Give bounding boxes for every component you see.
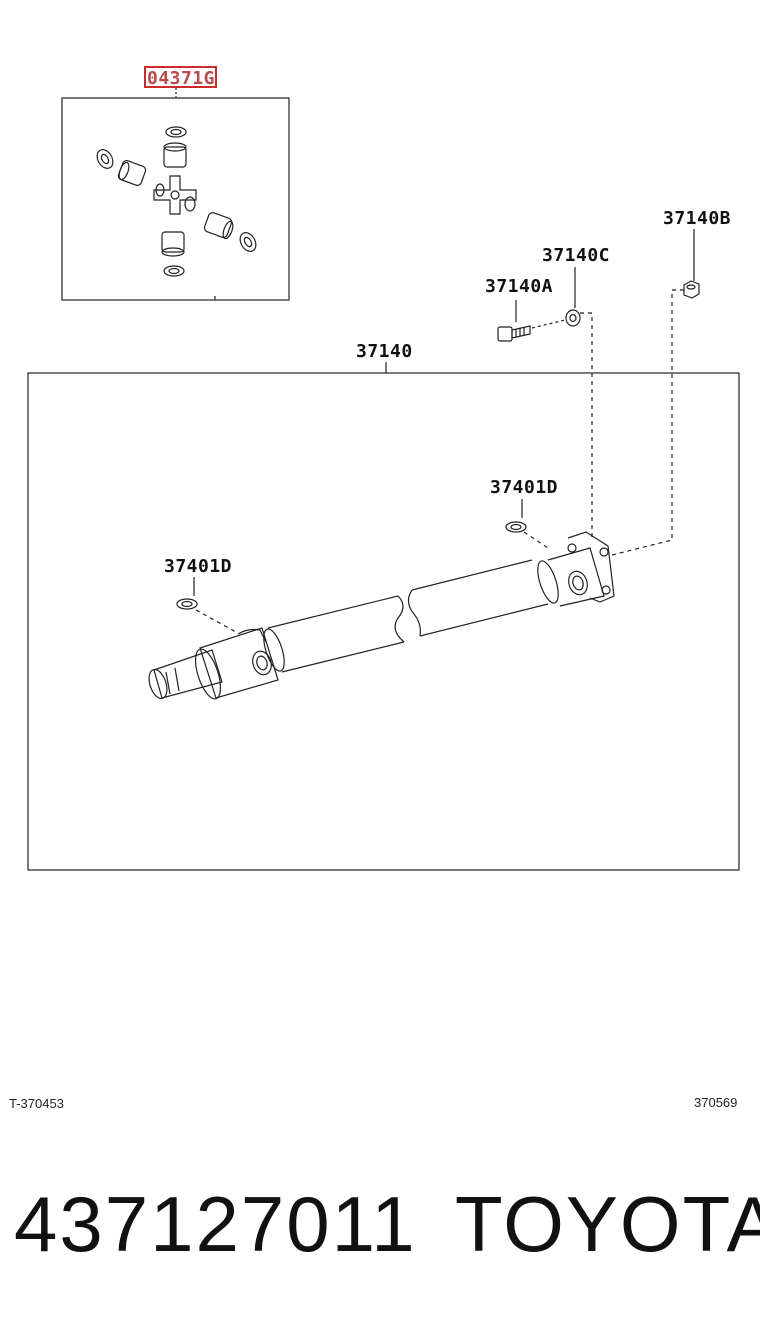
reference-code-left: T-370453 bbox=[9, 1096, 64, 1111]
snap-ring-rear-icon bbox=[505, 521, 527, 533]
bolt-icon bbox=[497, 325, 531, 342]
kit-callout: 04371G bbox=[147, 68, 215, 89]
snap-ring-front-dashed bbox=[195, 609, 237, 633]
snap-ring-rear-dashed bbox=[523, 531, 549, 549]
washer-to-flange-dashed bbox=[580, 312, 593, 540]
nut-icon bbox=[683, 280, 700, 299]
nut-to-flange-dashed bbox=[611, 289, 684, 556]
snap-ring-rear-callout: 37401D bbox=[490, 477, 558, 498]
nut-callout: 37140B bbox=[663, 208, 731, 229]
universal-joint-kit-icon bbox=[96, 126, 257, 277]
propeller-shaft-icon bbox=[148, 531, 615, 700]
snap-ring-front-callout: 37401D bbox=[164, 556, 232, 577]
reference-code-right: 370569 bbox=[694, 1095, 737, 1110]
shaft-callout: 37140 bbox=[356, 341, 413, 362]
bolt-to-washer bbox=[531, 319, 566, 329]
snap-ring-front-icon bbox=[176, 598, 198, 610]
washer-callout: 37140C bbox=[542, 245, 610, 266]
kit-callout-highlight bbox=[144, 66, 217, 88]
washer-icon bbox=[565, 309, 581, 327]
bolt-callout: 37140A bbox=[485, 276, 553, 297]
brand-name: TOYOTA bbox=[455, 1180, 760, 1268]
shaft-frame bbox=[27, 372, 740, 871]
part-number: 437127011 bbox=[14, 1180, 417, 1268]
